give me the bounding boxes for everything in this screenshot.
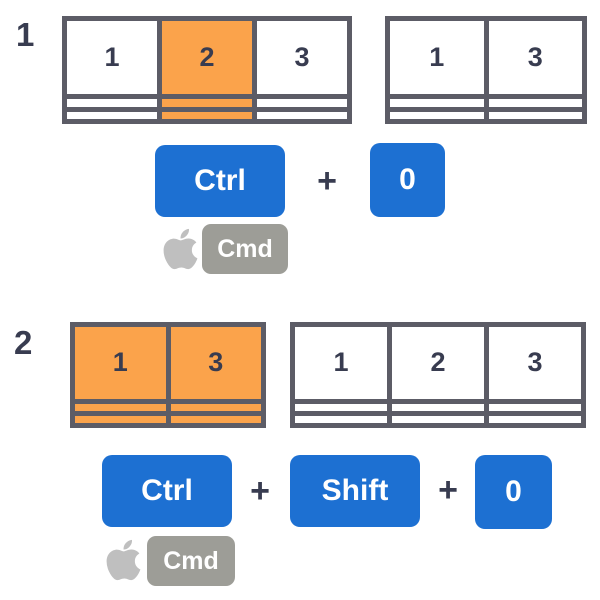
column-header: 2 <box>387 322 489 404</box>
table-cell <box>165 398 266 416</box>
table-cell <box>252 106 352 125</box>
table-cell <box>165 410 266 429</box>
section-1-label: 1 <box>16 16 35 53</box>
zero-key: 0 <box>370 143 445 217</box>
ctrl-key: Ctrl <box>155 145 285 217</box>
column-header: 3 <box>484 322 586 404</box>
cmd-key: Cmd <box>147 536 235 586</box>
table-cell <box>157 106 257 125</box>
table-cell <box>70 398 171 416</box>
apple-icon <box>163 226 198 272</box>
shift-key: Shift <box>290 455 420 527</box>
column-header: 3 <box>252 15 352 100</box>
table-cell <box>385 106 489 125</box>
column-header: 2 <box>157 15 257 100</box>
column-header: 3 <box>483 15 587 100</box>
table-cell <box>252 94 352 112</box>
column-header: 1 <box>385 15 489 100</box>
zero-key: 0 <box>475 455 552 529</box>
plus-separator: + <box>317 162 337 200</box>
table-cell <box>62 106 162 125</box>
table-cell <box>157 94 257 112</box>
column-header: 1 <box>290 322 392 404</box>
table-cell <box>290 398 392 416</box>
column-header: 3 <box>165 322 266 404</box>
plus-separator: + <box>250 472 270 510</box>
table-cell <box>387 398 489 416</box>
ctrl-key: Ctrl <box>102 455 232 527</box>
table-cell <box>387 410 489 429</box>
table-cell <box>385 94 489 112</box>
cmd-key: Cmd <box>202 224 288 274</box>
table-cell <box>62 94 162 112</box>
table-cell <box>70 410 171 429</box>
column-header: 1 <box>70 322 171 404</box>
apple-icon <box>106 537 141 583</box>
table-cell <box>484 398 586 416</box>
section-2-label: 2 <box>14 324 33 361</box>
table-cell <box>483 106 587 125</box>
table-cell <box>483 94 587 112</box>
plus-separator: + <box>438 471 458 509</box>
table-cell <box>290 410 392 429</box>
table-cell <box>484 410 586 429</box>
column-header: 1 <box>62 15 162 100</box>
